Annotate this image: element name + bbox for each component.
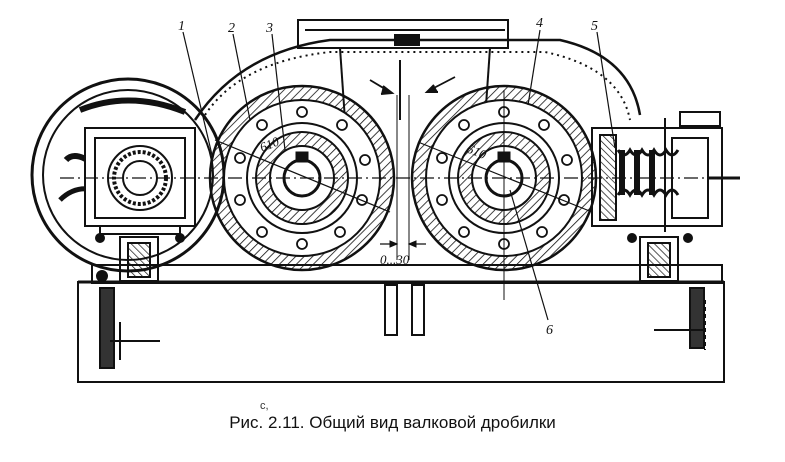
callout-5: 5 (591, 19, 598, 34)
left-bearing-housing (85, 128, 195, 242)
callout-2: 2 (228, 21, 235, 36)
gap-dimension (380, 241, 426, 247)
axis-lines (60, 90, 740, 300)
right-roll-diameter-label: 610 (465, 141, 489, 162)
spring-assembly (592, 112, 740, 281)
callout-3: 3 (265, 21, 273, 36)
casing (195, 20, 640, 120)
left-channel (97, 237, 158, 281)
stray-mark: с, (260, 400, 269, 412)
callout-6: 6 (546, 323, 553, 338)
base-frame (78, 265, 724, 382)
left-roll-diameter-label: 610 (258, 133, 282, 154)
callout-1: 1 (178, 19, 185, 34)
gap-dimension-label: 0...30 (380, 252, 410, 267)
callout-leaders (183, 30, 615, 320)
callout-4: 4 (536, 16, 543, 31)
figure-caption: Рис. 2.11. Общий вид валковой дробилки (229, 413, 556, 432)
